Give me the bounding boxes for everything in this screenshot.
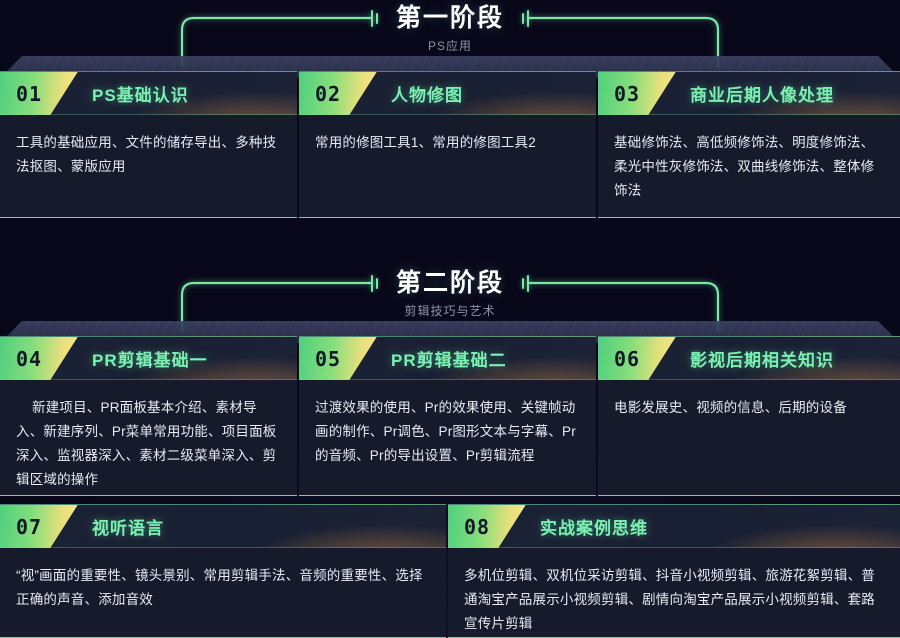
- course-card-07-header: 07 视听语言: [0, 504, 446, 548]
- stage-2-card-row: 04 PR剪辑基础一 新建项目、PR面板基本介绍、素材导入、新建序列、Pr菜单常…: [0, 336, 900, 496]
- stage-1-title: 第一阶段: [395, 4, 504, 32]
- course-card-06[interactable]: 06 影视后期相关知识 电影发展史、视频的信息、后期的设备: [598, 336, 900, 496]
- course-card-03-body: 基础修饰法、高低频修饰法、明度修饰法、柔光中性灰修饰法、双曲线修饰法、整体修饰法: [614, 135, 875, 198]
- course-card-04-body: 新建项目、PR面板基本介绍、素材导入、新建序列、Pr菜单常用功能、项目面板深入、…: [16, 400, 277, 487]
- course-card-03-number: 03: [614, 81, 641, 106]
- course-card-02-body: 常用的修图工具1、常用的修图工具2: [315, 135, 536, 150]
- course-card-03-number-badge: 03: [598, 72, 676, 116]
- course-card-01-title: PS基础认识: [92, 86, 189, 105]
- course-card-06-number-badge: 06: [598, 337, 676, 381]
- course-card-07[interactable]: 07 视听语言 “视”画面的重要性、镜头景别、常用剪辑手法、音频的重要性、选择正…: [0, 504, 446, 638]
- course-card-05-title: PR剪辑基础二: [391, 351, 507, 370]
- stage-1-title-row: 第一阶段: [0, 0, 900, 36]
- course-card-03-title: 商业后期人像处理: [690, 86, 834, 105]
- course-card-02-number: 02: [315, 81, 342, 106]
- course-card-01-body: 工具的基础应用、文件的储存导出、多种技法抠图、蒙版应用: [16, 135, 277, 174]
- stage-2-card-row-bottom: 07 视听语言 “视”画面的重要性、镜头景别、常用剪辑手法、音频的重要性、选择正…: [0, 504, 900, 638]
- course-card-02-number-badge: 02: [299, 72, 377, 116]
- course-card-02-title: 人物修图: [391, 86, 463, 105]
- course-card-01-number: 01: [16, 81, 43, 106]
- course-card-07-number-badge: 07: [0, 505, 78, 549]
- course-card-06-title: 影视后期相关知识: [690, 351, 834, 370]
- course-card-06-body: 电影发展史、视频的信息、后期的设备: [614, 400, 847, 415]
- course-card-05-number-badge: 05: [299, 337, 377, 381]
- course-card-07-body: “视”画面的重要性、镜头景别、常用剪辑手法、音频的重要性、选择正确的声音、添加音…: [16, 568, 423, 607]
- course-card-02[interactable]: 02 人物修图 常用的修图工具1、常用的修图工具2: [299, 71, 596, 218]
- course-card-04[interactable]: 04 PR剪辑基础一 新建项目、PR面板基本介绍、素材导入、新建序列、Pr菜单常…: [0, 336, 297, 496]
- course-card-05-number: 05: [315, 346, 342, 371]
- stage-2-header: 第二阶段 剪辑技巧与艺术: [0, 265, 900, 327]
- course-card-01-header: 01 PS基础认识: [0, 71, 297, 115]
- course-card-06-number: 06: [614, 346, 641, 371]
- course-card-03[interactable]: 03 商业后期人像处理 基础修饰法、高低频修饰法、明度修饰法、柔光中性灰修饰法、…: [598, 71, 900, 218]
- stage-1-card-row: 01 PS基础认识 工具的基础应用、文件的储存导出、多种技法抠图、蒙版应用 02…: [0, 71, 900, 218]
- stage-2-title-row: 第二阶段: [0, 265, 900, 301]
- course-card-04-number-badge: 04: [0, 337, 78, 381]
- course-card-08-body: 多机位剪辑、双机位采访剪辑、抖音小视频剪辑、旅游花絮剪辑、普通淘宝产品展示小视频…: [464, 568, 875, 631]
- stage-2-subtitle: 剪辑技巧与艺术: [404, 304, 496, 318]
- course-card-04-title: PR剪辑基础一: [92, 351, 208, 370]
- course-card-01[interactable]: 01 PS基础认识 工具的基础应用、文件的储存导出、多种技法抠图、蒙版应用: [0, 71, 297, 218]
- stage-1-subtitle: PS应用: [427, 39, 472, 53]
- course-card-08-number-badge: 08: [448, 505, 526, 549]
- course-card-08[interactable]: 08 实战案例思维 多机位剪辑、双机位采访剪辑、抖音小视频剪辑、旅游花絮剪辑、普…: [448, 504, 900, 638]
- course-card-08-number: 08: [464, 514, 491, 539]
- tick-marks-right-icon-2: [522, 265, 529, 301]
- tick-marks-left-icon-2: [370, 265, 378, 301]
- course-card-08-header: 08 实战案例思维: [448, 504, 900, 548]
- stage-1-header: 第一阶段 PS应用: [0, 0, 900, 62]
- course-card-04-header: 04 PR剪辑基础一: [0, 336, 297, 380]
- course-card-02-header: 02 人物修图: [299, 71, 596, 115]
- stage-2-title: 第二阶段: [395, 269, 504, 297]
- tick-marks-left-icon: [370, 0, 378, 36]
- course-card-05[interactable]: 05 PR剪辑基础二 过渡效果的使用、Pr的效果使用、关键帧动画的制作、Pr调色…: [299, 336, 596, 496]
- course-card-08-title: 实战案例思维: [540, 519, 648, 538]
- course-card-07-title: 视听语言: [92, 519, 164, 538]
- course-card-01-number-badge: 01: [0, 72, 78, 116]
- tick-marks-right-icon: [522, 0, 529, 36]
- course-card-05-body: 过渡效果的使用、Pr的效果使用、关键帧动画的制作、Pr调色、Pr图形文本与字幕、…: [315, 400, 576, 463]
- course-card-03-header: 03 商业后期人像处理: [598, 71, 900, 115]
- course-card-07-number: 07: [16, 514, 43, 539]
- course-card-04-number: 04: [16, 346, 43, 371]
- course-card-05-header: 05 PR剪辑基础二: [299, 336, 596, 380]
- course-card-06-header: 06 影视后期相关知识: [598, 336, 900, 380]
